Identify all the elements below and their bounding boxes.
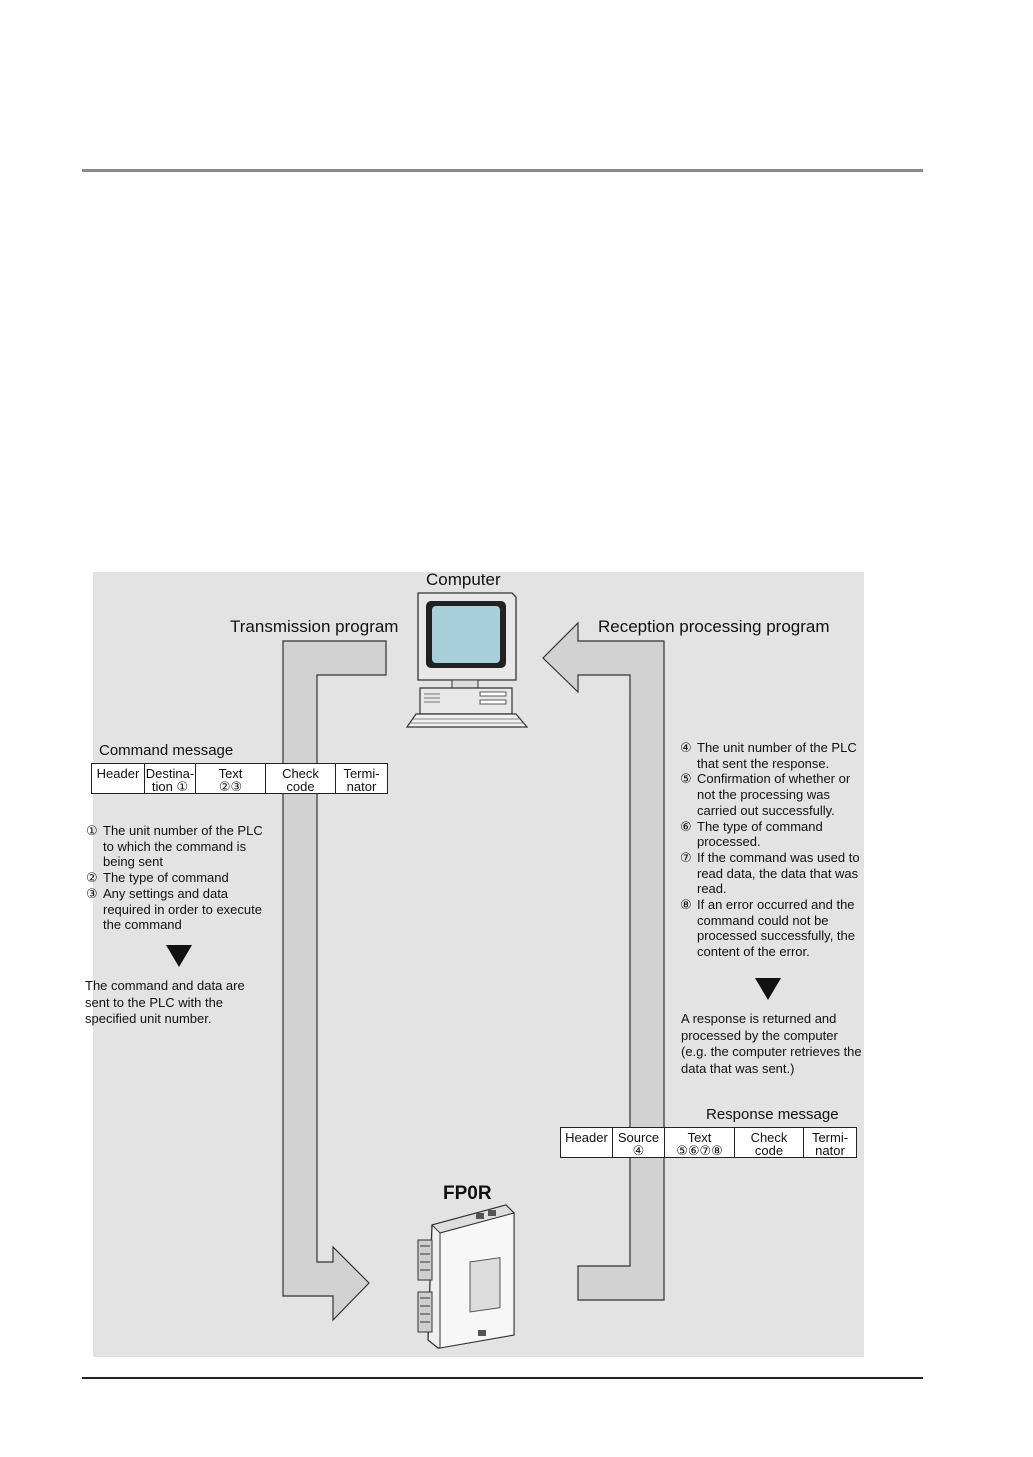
- reception-program-label: Reception processing program: [598, 617, 830, 636]
- command-message-table: Header Destina- tion ① Text ②③ Check cod…: [91, 763, 388, 794]
- command-cell-terminator: Termi- nator: [335, 763, 388, 794]
- command-cell-text: Text ②③: [195, 763, 266, 794]
- footer-rule: [82, 1377, 923, 1379]
- fp0r-label: FP0R: [443, 1183, 492, 1204]
- command-cell-header: Header: [91, 763, 145, 794]
- header-rule: [82, 169, 923, 172]
- computer-label: Computer: [426, 570, 501, 589]
- down-triangle-marker: [755, 978, 781, 1000]
- command-message-title: Command message: [99, 742, 234, 759]
- response-cell-source: Source ④: [612, 1127, 665, 1158]
- command-cell-check-code: Check code: [265, 763, 336, 794]
- response-cell-check-code: Check code: [734, 1127, 804, 1158]
- computer-icon: [405, 592, 529, 728]
- transmission-arrow: [282, 640, 387, 1322]
- transmission-program-label: Transmission program: [230, 617, 399, 636]
- response-cell-text: Text ⑤⑥⑦⑧: [664, 1127, 735, 1158]
- command-cell-destination: Destina- tion ①: [144, 763, 196, 794]
- response-cell-header: Header: [560, 1127, 613, 1158]
- down-triangle-marker: [166, 945, 192, 967]
- reception-arrow: [542, 621, 665, 1301]
- response-cell-terminator: Termi- nator: [803, 1127, 857, 1158]
- response-message-title: Response message: [706, 1106, 839, 1123]
- response-summary: A response is returned and processed by …: [681, 1011, 862, 1076]
- response-message-table: Header Source ④ Text ⑤⑥⑦⑧ Check code Ter…: [560, 1127, 857, 1158]
- fp0r-plc-icon: [417, 1204, 515, 1349]
- command-summary: The command and data are sent to the PLC…: [85, 978, 245, 1027]
